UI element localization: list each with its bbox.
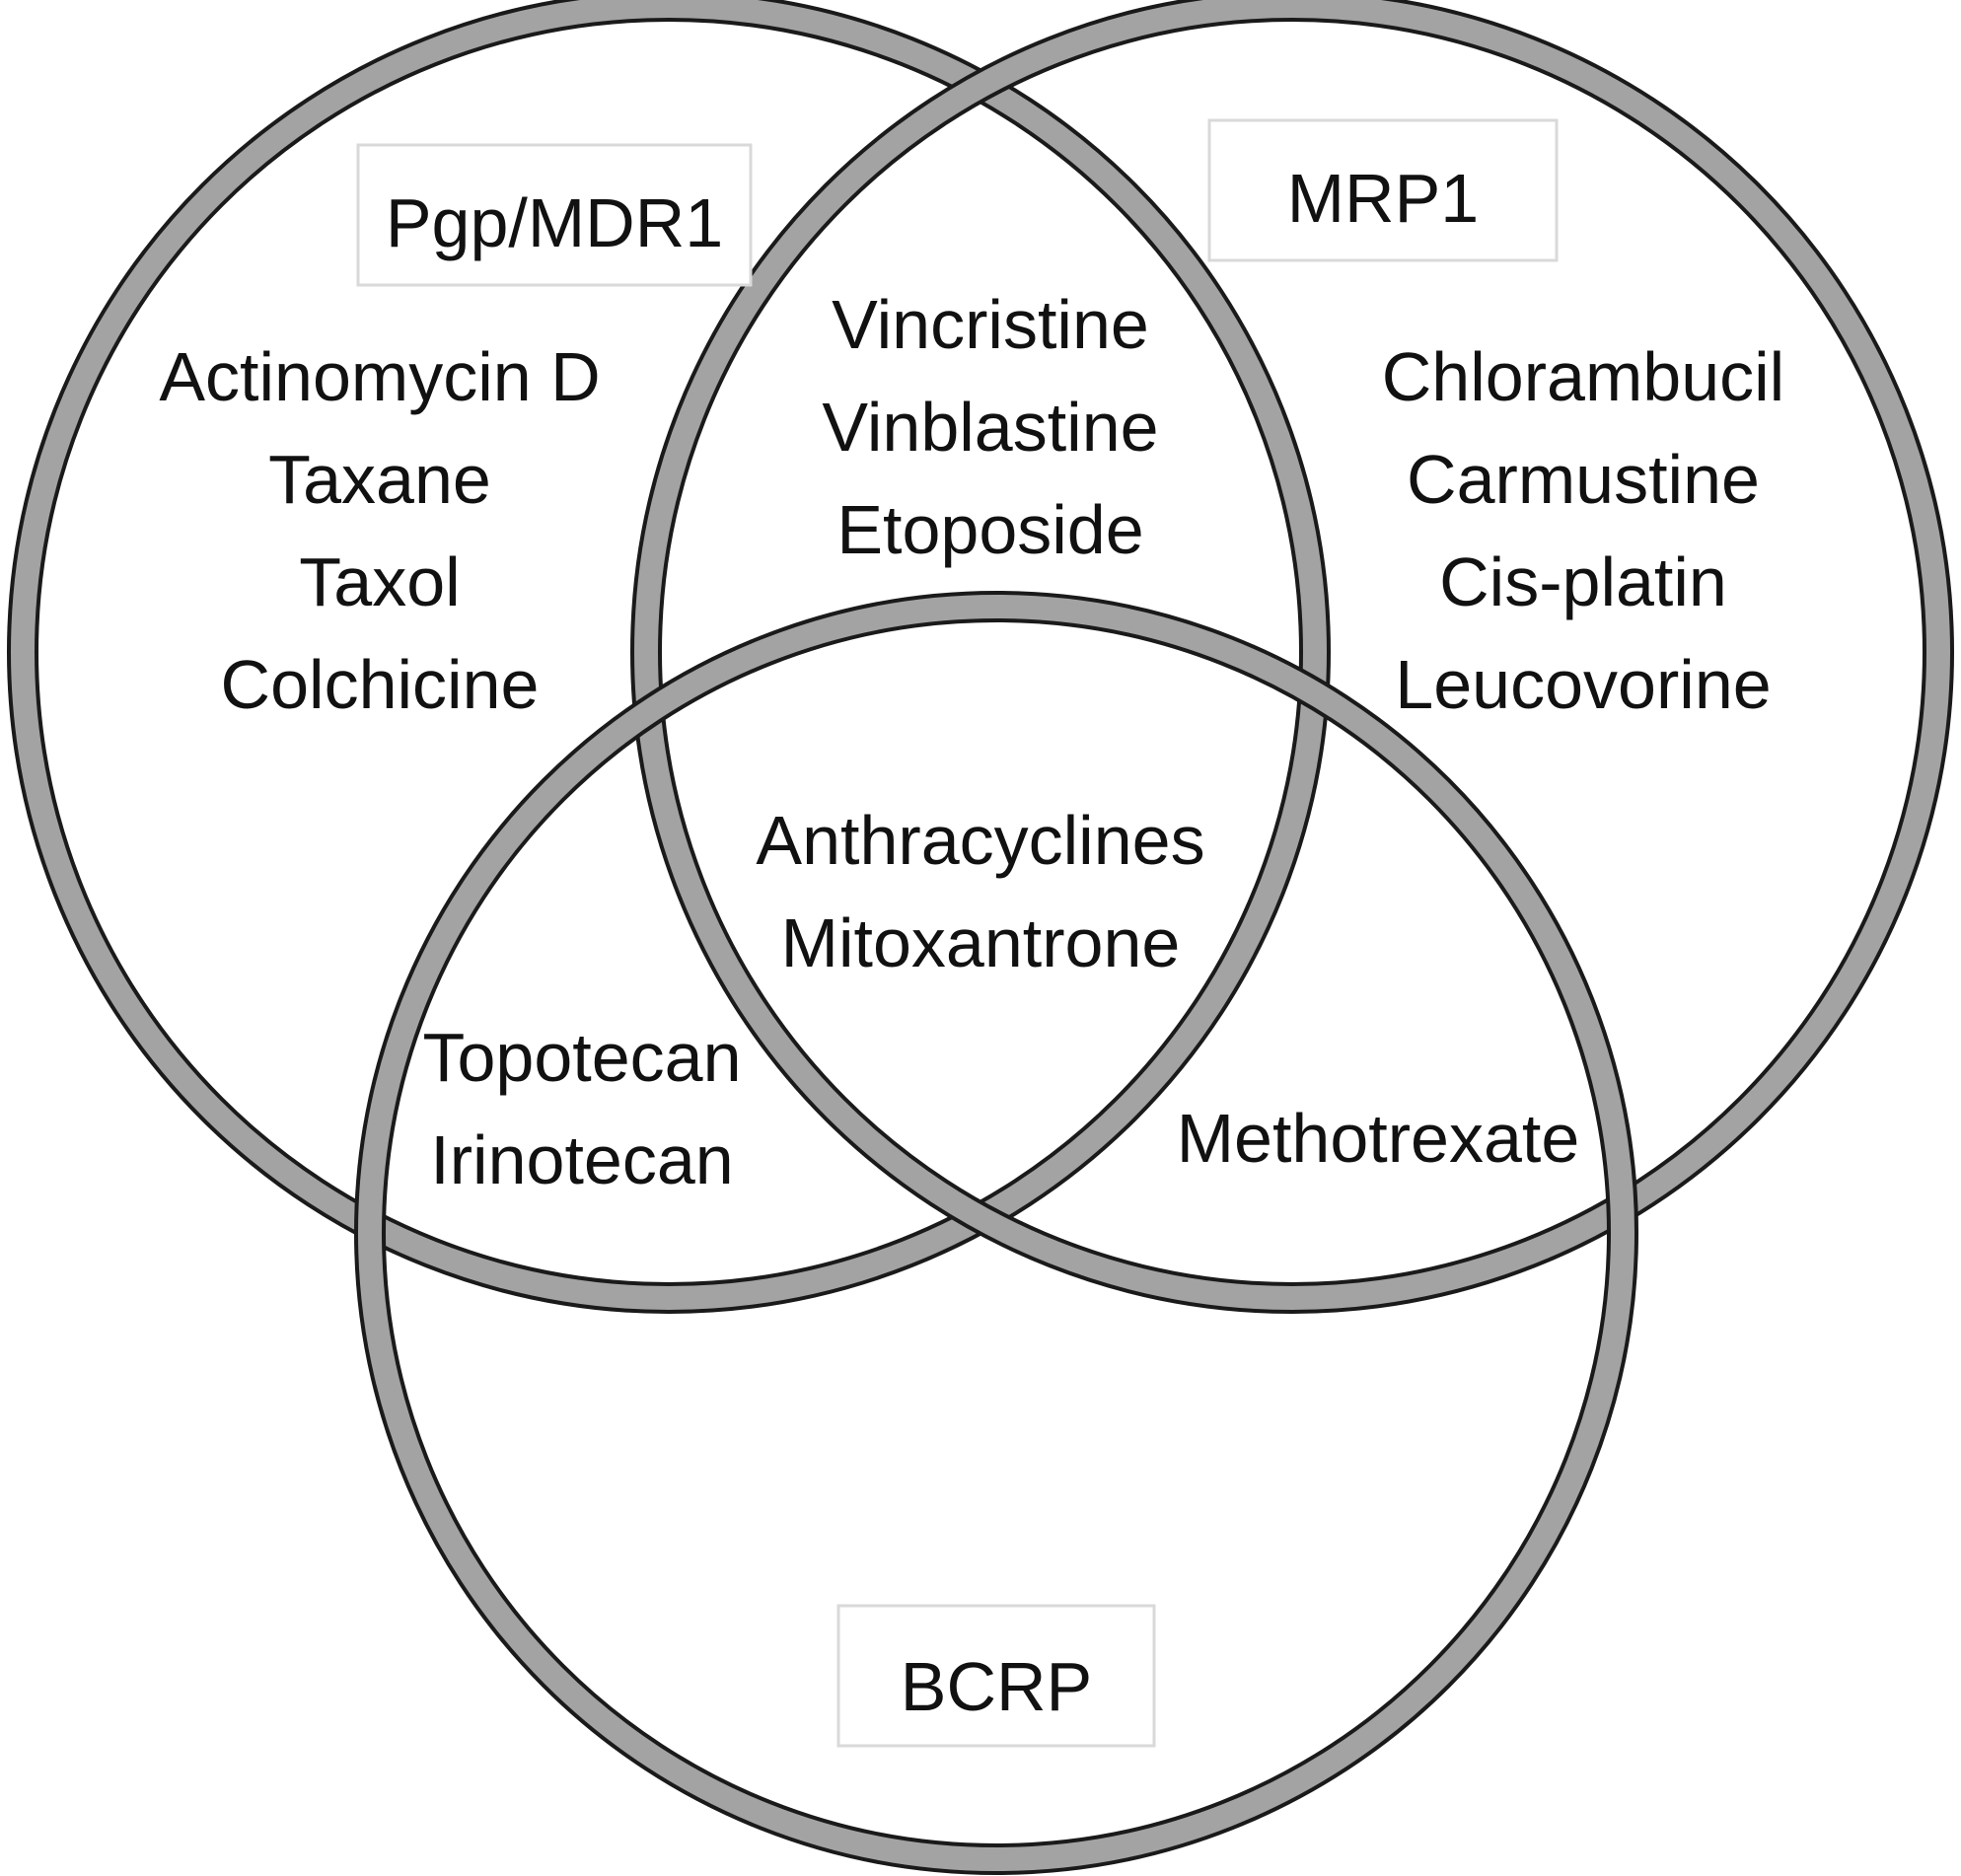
region-item: Anthracyclines <box>756 802 1204 879</box>
circle-pgp <box>7 0 1331 1314</box>
region-item: Irinotecan <box>430 1121 733 1198</box>
set-label-bcrp-text: BCRP <box>901 1648 1092 1725</box>
circle-bcrp <box>354 591 1638 1875</box>
region-all-three: Anthracyclines Mitoxantrone <box>756 802 1204 981</box>
region-item: Chlorambucil <box>1382 338 1784 415</box>
region-mrp1-only: Chlorambucil Carmustine Cis-platin Leuco… <box>1382 338 1784 723</box>
set-label-mrp1: MRP1 <box>1207 118 1559 262</box>
region-pgp-mrp1: Vincristine Vinblastine Etoposide <box>822 286 1158 568</box>
region-pgp-only: Actinomycin D Taxane Taxol Colchicine <box>159 338 600 723</box>
region-item: Carmustine <box>1407 441 1760 518</box>
region-item: Topotecan <box>422 1019 741 1096</box>
set-label-pgp-text: Pgp/MDR1 <box>386 184 723 261</box>
region-mrp1-bcrp: Methotrexate <box>1177 1100 1580 1177</box>
region-item: Methotrexate <box>1177 1100 1580 1177</box>
set-label-pgp: Pgp/MDR1 <box>356 143 753 287</box>
region-item: Etoposide <box>836 491 1143 568</box>
region-item: Leucovorine <box>1395 646 1771 723</box>
region-item: Taxane <box>268 441 491 518</box>
region-pgp-bcrp: Topotecan Irinotecan <box>422 1019 741 1198</box>
region-item: Taxol <box>299 543 460 620</box>
region-item: Vinblastine <box>822 389 1158 466</box>
region-item: Cis-platin <box>1439 543 1727 620</box>
region-item: Vincristine <box>832 286 1149 363</box>
set-label-mrp1-text: MRP1 <box>1287 160 1479 237</box>
circle-mrp1 <box>630 0 1954 1314</box>
region-item: Mitoxantrone <box>781 904 1181 981</box>
region-item: Actinomycin D <box>159 338 600 415</box>
region-item: Colchicine <box>221 646 540 723</box>
set-label-bcrp: BCRP <box>836 1604 1156 1748</box>
